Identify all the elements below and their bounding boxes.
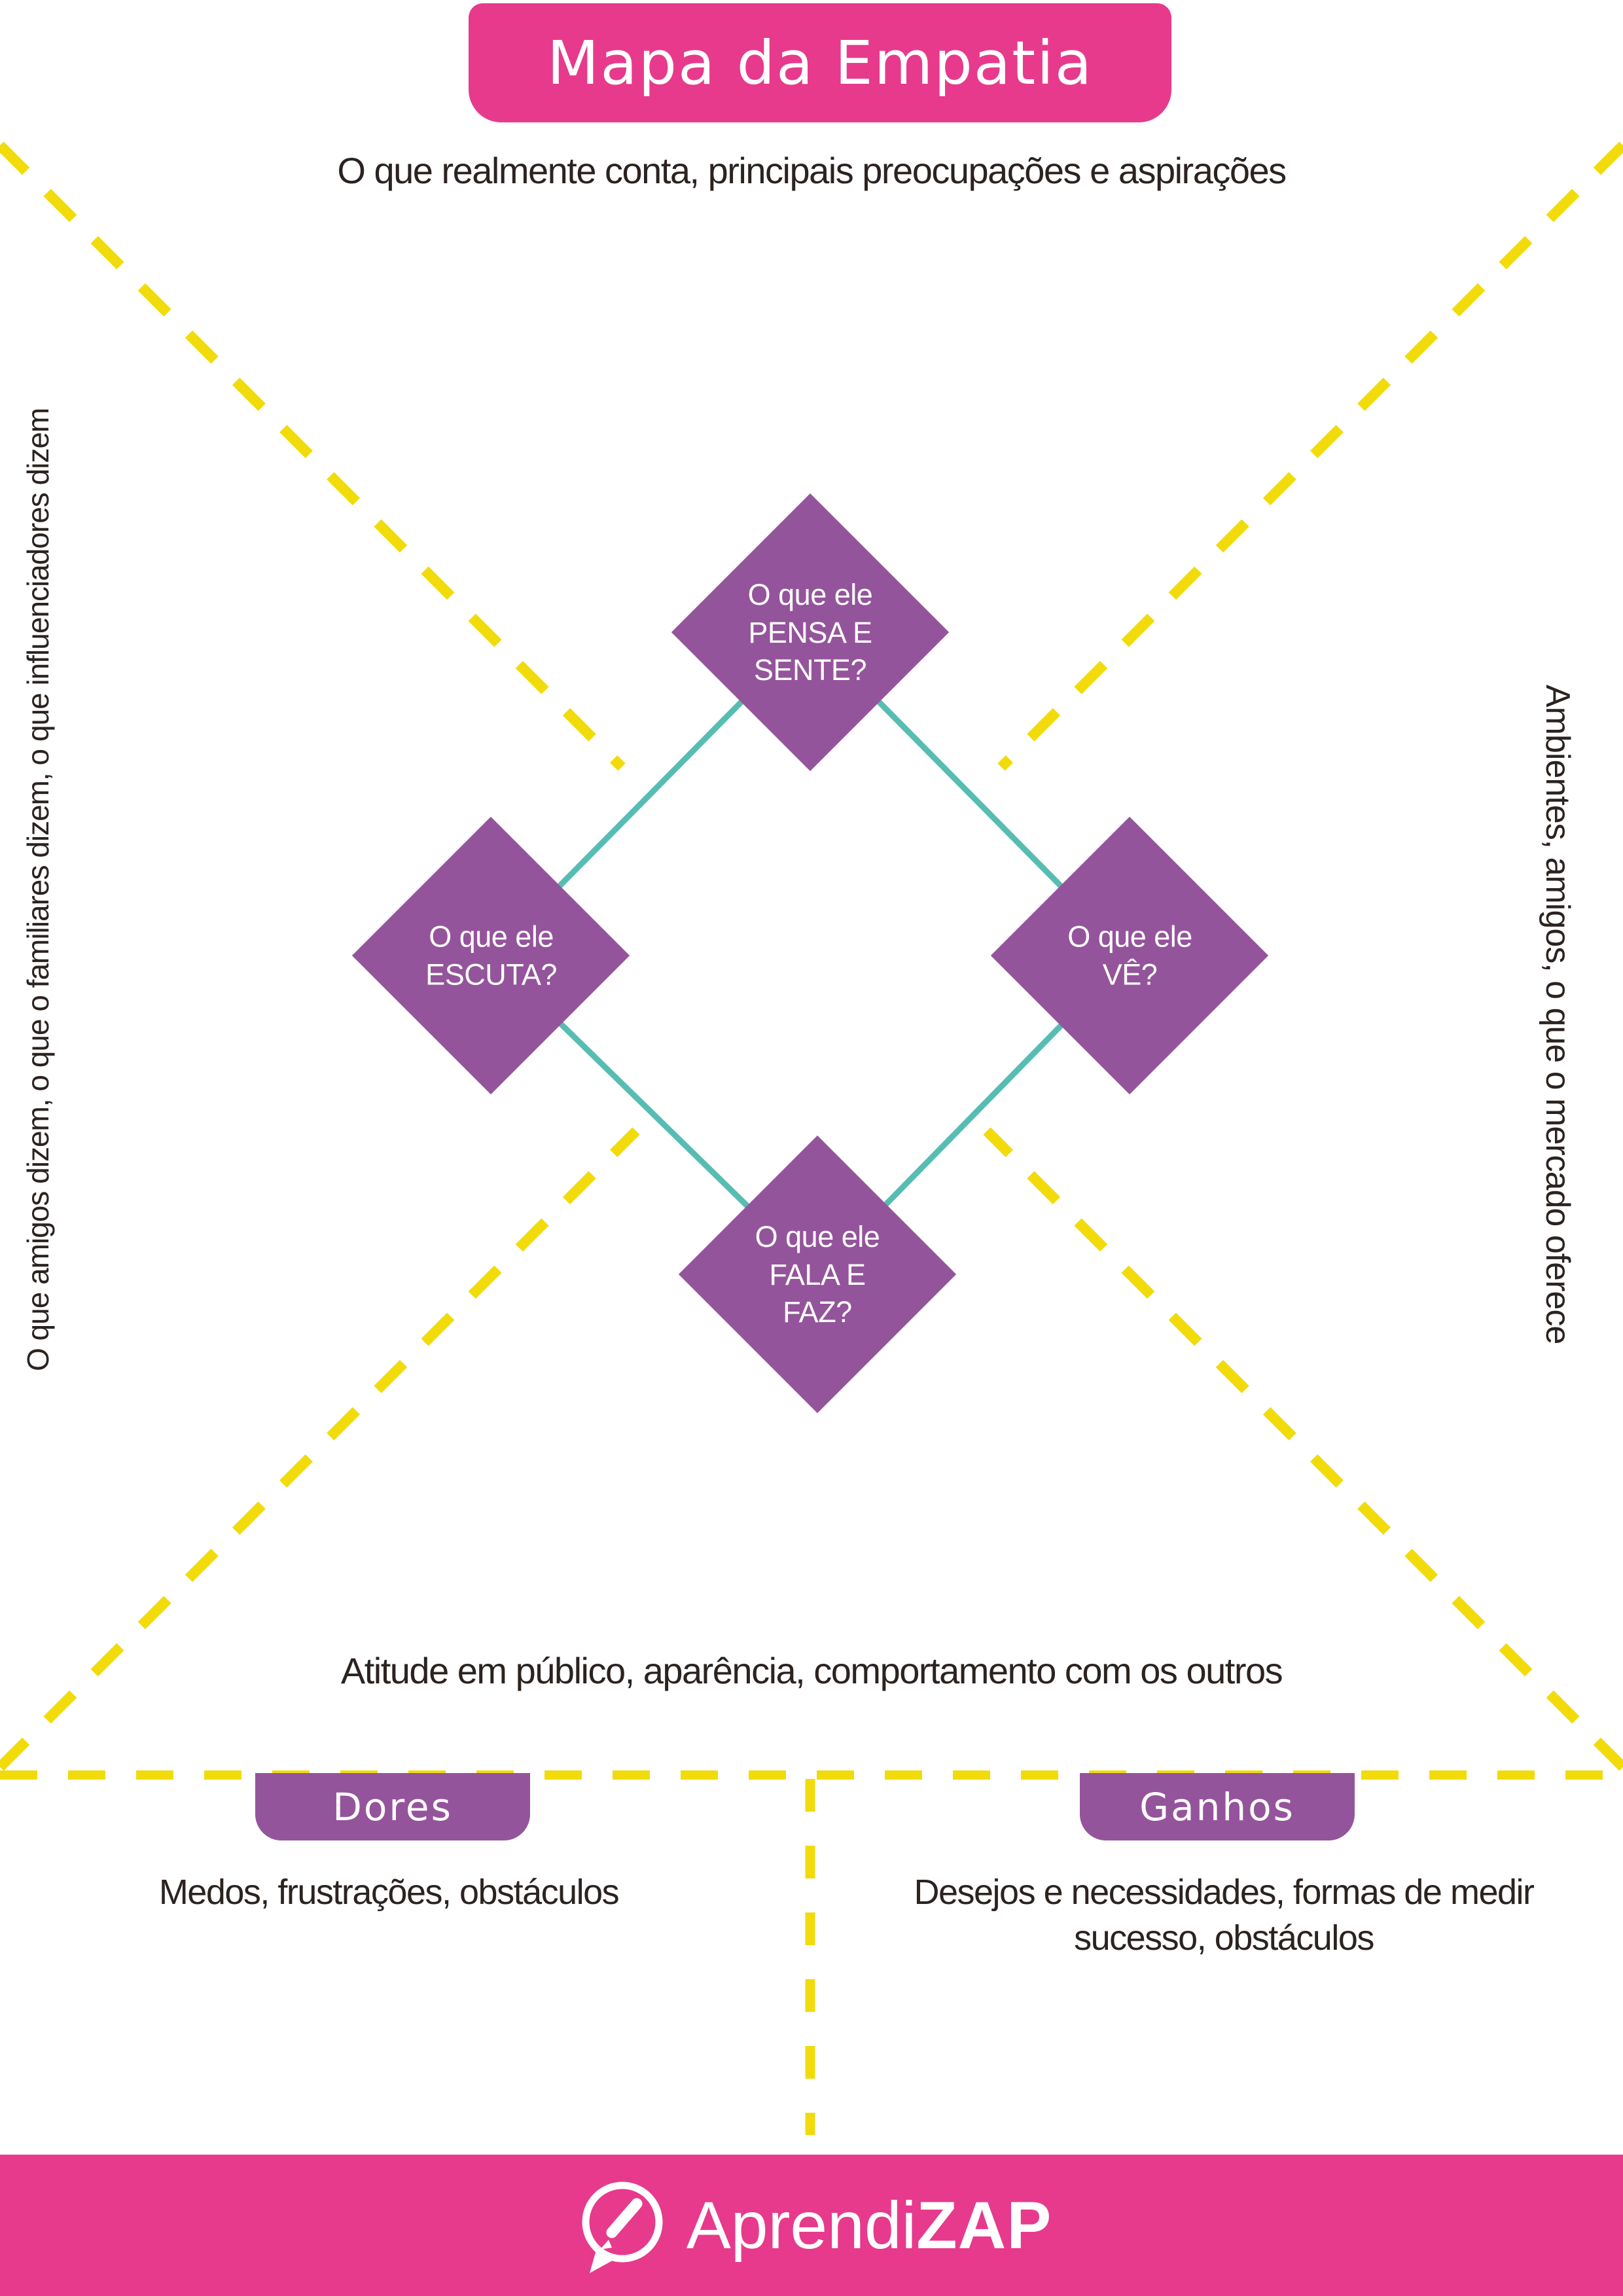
pencil-speech-bubble-icon — [582, 2181, 663, 2273]
page-title: Mapa da Empatia — [546, 27, 1094, 98]
dores-tab: Dores — [255, 1773, 530, 1840]
dashed-diagonal-bottom-left — [0, 1127, 640, 1771]
dashed-diagonal-bottom-right — [983, 1127, 1623, 1771]
ganhos-description: Desejos e necessidades, formas de medir … — [914, 1873, 1535, 1958]
dashed-diagonal-top-left — [0, 141, 626, 771]
dores-description: Medos, frustrações, obstáculos — [158, 1873, 620, 1912]
note-see: Ambientes, amigos, o que o mercado ofere… — [1539, 685, 1577, 1344]
diamond-fala-e-faz-label: O que ele FALA E FAZ? — [755, 1219, 880, 1329]
diamond-ve-label: O que ele VÊ? — [1067, 920, 1192, 991]
brand-name-regular: Aprendi — [686, 2187, 917, 2263]
ganhos-tab: Ganhos — [1080, 1773, 1355, 1840]
dashed-diagonal-top-right — [997, 141, 1623, 771]
diamond-escuta-label: O que ele ESCUTA? — [425, 920, 557, 991]
note-say-do: Atitude em público, aparência, comportam… — [340, 1650, 1283, 1691]
brand-name-bold: ZAP — [916, 2187, 1052, 2263]
note-think-feel: O que realmente conta, principais preocu… — [337, 150, 1287, 191]
title-banner: Mapa da Empatia — [469, 3, 1171, 122]
diamond-pensa-e-sente-label: O que ele PENSA E SENTE? — [747, 577, 873, 687]
note-hear: O que amigos dizem, o que o familiares d… — [21, 408, 55, 1372]
ganhos-tab-label: Ganhos — [1139, 1784, 1295, 1829]
dores-tab-label: Dores — [332, 1784, 453, 1829]
